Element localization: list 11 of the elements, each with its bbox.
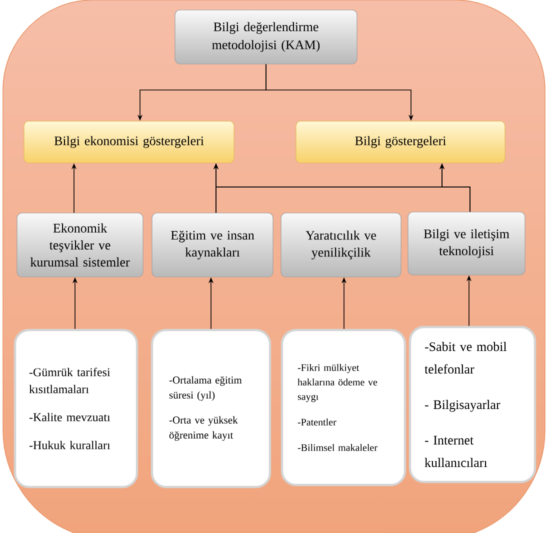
process-box: Bilgi ekonomisi göstergeleri xyxy=(24,120,234,164)
list-box: -Ortalama eğitim süresi (yıl) -Orta ve yüksek öğrenime kayıt xyxy=(150,328,272,488)
process-box: Bilgi değerlendirme metodolojisi (KAM) xyxy=(174,10,358,64)
list-box: -Fikri mülkiyet haklarına ödeme ve saygı -Patentler -Bilimsel makaleler xyxy=(280,328,406,486)
process-box: Bilgi ve iletişim teknolojisi xyxy=(408,212,526,276)
process-box: Bilgi göstergeleri xyxy=(296,120,506,164)
list-box: -Sabit ve mobil telefonlar - Bilgisayarlar - Internet kullanıcıları xyxy=(408,326,536,484)
process-box: Yaratıcılık ve yenilikçilik xyxy=(280,212,402,278)
list-box: -Gümrük tarifesi kısıtlamaları -Kalite mevzuatı -Hukuk kuralları xyxy=(14,328,138,488)
process-box: Eğitim ve insan kaynakları xyxy=(152,212,274,278)
process-box: Ekonomik teşvikler ve kurumsal sistemler xyxy=(16,212,144,278)
